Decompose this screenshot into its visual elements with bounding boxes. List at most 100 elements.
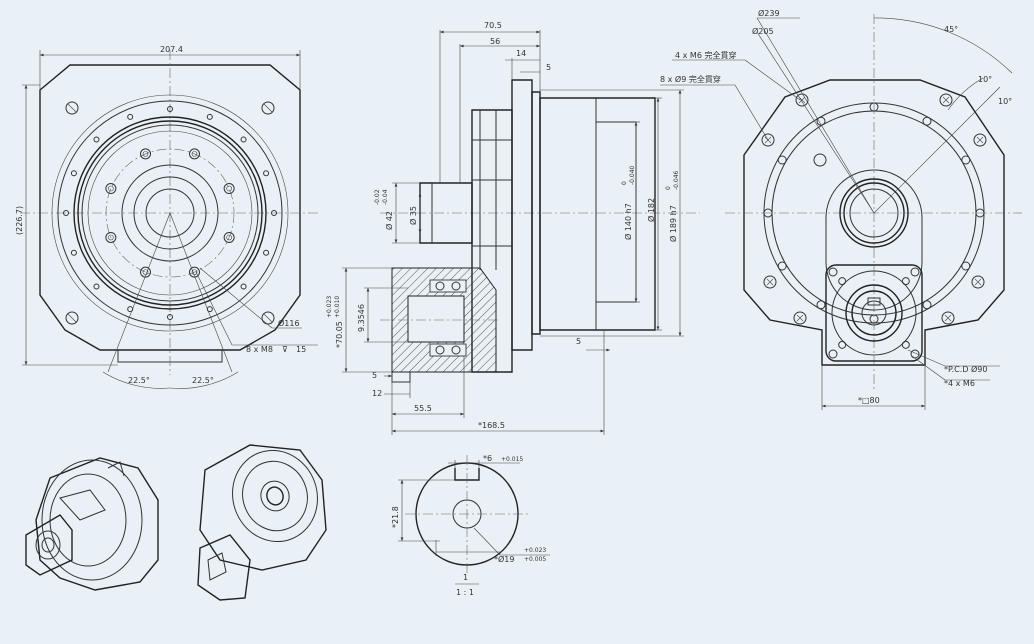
dim-35: Ø 35 [408, 206, 418, 225]
hole-icon [105, 183, 117, 195]
scale-numerator: 1 [463, 573, 468, 582]
bore-tol-upper: +0.023 [524, 547, 546, 554]
square-80: *□80 [858, 396, 880, 405]
hole-icon [816, 300, 826, 310]
dim-189-tol-upper: 0 [665, 186, 672, 190]
angle-10-b: 10° [998, 97, 1012, 106]
dim-205: Ø205 [752, 26, 774, 36]
key-height: *21.8 [391, 506, 400, 528]
hole-icon [70, 170, 77, 177]
side-view: 70.5 56 14 5 Ø 42 -0.02 -0.04 Ø 35 Ø 140… [326, 21, 700, 435]
hole-icon [271, 210, 277, 216]
hole-icon [142, 151, 149, 157]
hole-icon [777, 261, 787, 271]
scale-denominator: 1 : 1 [456, 588, 474, 597]
cross-icon [976, 136, 984, 144]
dim-56: 56 [490, 37, 500, 46]
hole-icon [142, 269, 149, 275]
hole-icon [961, 155, 971, 165]
bore-diameter: *Ø19 [494, 554, 514, 564]
hole-icon [816, 116, 826, 126]
bolt-depth: 15 [296, 345, 306, 354]
angle-right: 22.5° [192, 376, 214, 385]
hole-icon [188, 148, 200, 160]
hole-icon [263, 170, 270, 177]
hole-icon [140, 266, 152, 278]
dim-182: Ø 182 [646, 198, 656, 222]
dim-189: Ø 189 h7 [668, 205, 678, 242]
hole-icon [939, 93, 953, 107]
hole-icon [869, 314, 879, 324]
dim-55-5: 55.5 [414, 404, 432, 413]
hole-spec-9: 8 x Ø9 完全貫穿 [660, 74, 721, 84]
dim-70-05: *70.05 [335, 321, 344, 348]
hole-icon [108, 234, 114, 241]
pcd-90: *P.C.D Ø90 [944, 364, 987, 374]
hole-icon [901, 277, 910, 286]
dim-140-tol-upper: 0 [621, 181, 628, 185]
flange-holes [63, 106, 277, 320]
dim-70-05-tol-upper: +0.023 [326, 296, 333, 318]
hole-icon [223, 183, 235, 195]
dim-42-tol-upper: -0.02 [374, 189, 381, 205]
hole-icon [941, 311, 955, 325]
hole-icon [191, 151, 198, 157]
hole-spec-m6: 4 x M6 完全貫穿 [675, 50, 736, 60]
hole-icon [838, 277, 847, 286]
bolt-spec: 8 x M8 [246, 345, 273, 354]
hole-icon [226, 185, 232, 192]
dim-70-5: 70.5 [484, 21, 502, 30]
dim-5-left: 5 [372, 371, 377, 380]
dim-239: Ø239 [758, 8, 780, 18]
hole-icon [108, 185, 114, 192]
hole-icon [188, 266, 200, 278]
hole-icon [63, 210, 69, 216]
hole-icon [191, 269, 198, 275]
angle-45: 45° [944, 25, 958, 34]
dim-14: 14 [516, 49, 526, 58]
angle-left: 22.5° [128, 376, 150, 385]
hole-icon [922, 116, 932, 126]
hole-icon [869, 102, 879, 112]
hole-icon [838, 340, 847, 349]
dim-12: 12 [372, 389, 382, 398]
cross-icon [766, 278, 774, 286]
hole-icon [223, 231, 235, 243]
isometric-view-right [197, 444, 327, 601]
front-view: 207.4 (226.7) Ø116 8 x M8 ⊽ 15 22.5° 22.… [15, 45, 318, 389]
hole-icon [777, 155, 787, 165]
hole-icon [167, 106, 173, 112]
dim-42: Ø 42 [384, 211, 394, 230]
rear-holes [761, 93, 987, 325]
dim-height: (226.7) [15, 206, 24, 235]
isometric-view-left [25, 457, 159, 591]
hole-icon [922, 300, 932, 310]
hole-icon [167, 314, 173, 320]
motor-holes [838, 277, 910, 349]
dim-70-05-tol-lower: +0.010 [334, 296, 341, 318]
hole-icon [975, 208, 985, 218]
hole-icon [240, 283, 247, 290]
dim-42-tol-lower: -0.04 [382, 189, 389, 205]
hole-icon [961, 261, 971, 271]
hole-icon [901, 340, 910, 349]
hole-icon [971, 275, 985, 289]
dim-5-bottom: 5 [576, 337, 581, 346]
cross-icon [974, 278, 982, 286]
dim-140: Ø 140 h7 [623, 203, 633, 240]
cross-icon [796, 314, 804, 322]
dim-5-top: 5 [546, 63, 551, 72]
hole-icon [127, 113, 134, 120]
dim-168-5: *168.5 [478, 421, 505, 430]
hole-icon [795, 93, 809, 107]
hole-icon [763, 275, 777, 289]
hole-icon [70, 249, 77, 256]
hole-icon [793, 311, 807, 325]
rear-view: Ø239 Ø205 4 x M6 完全貫穿 8 x Ø9 完全貫穿 45° 10… [660, 8, 1022, 410]
key-width: *6 [483, 454, 492, 463]
hole-icon [140, 148, 152, 160]
hole-icon [973, 133, 987, 147]
bolt-holes [105, 148, 235, 278]
dim-140-tol-lower: -0.040 [629, 165, 636, 185]
